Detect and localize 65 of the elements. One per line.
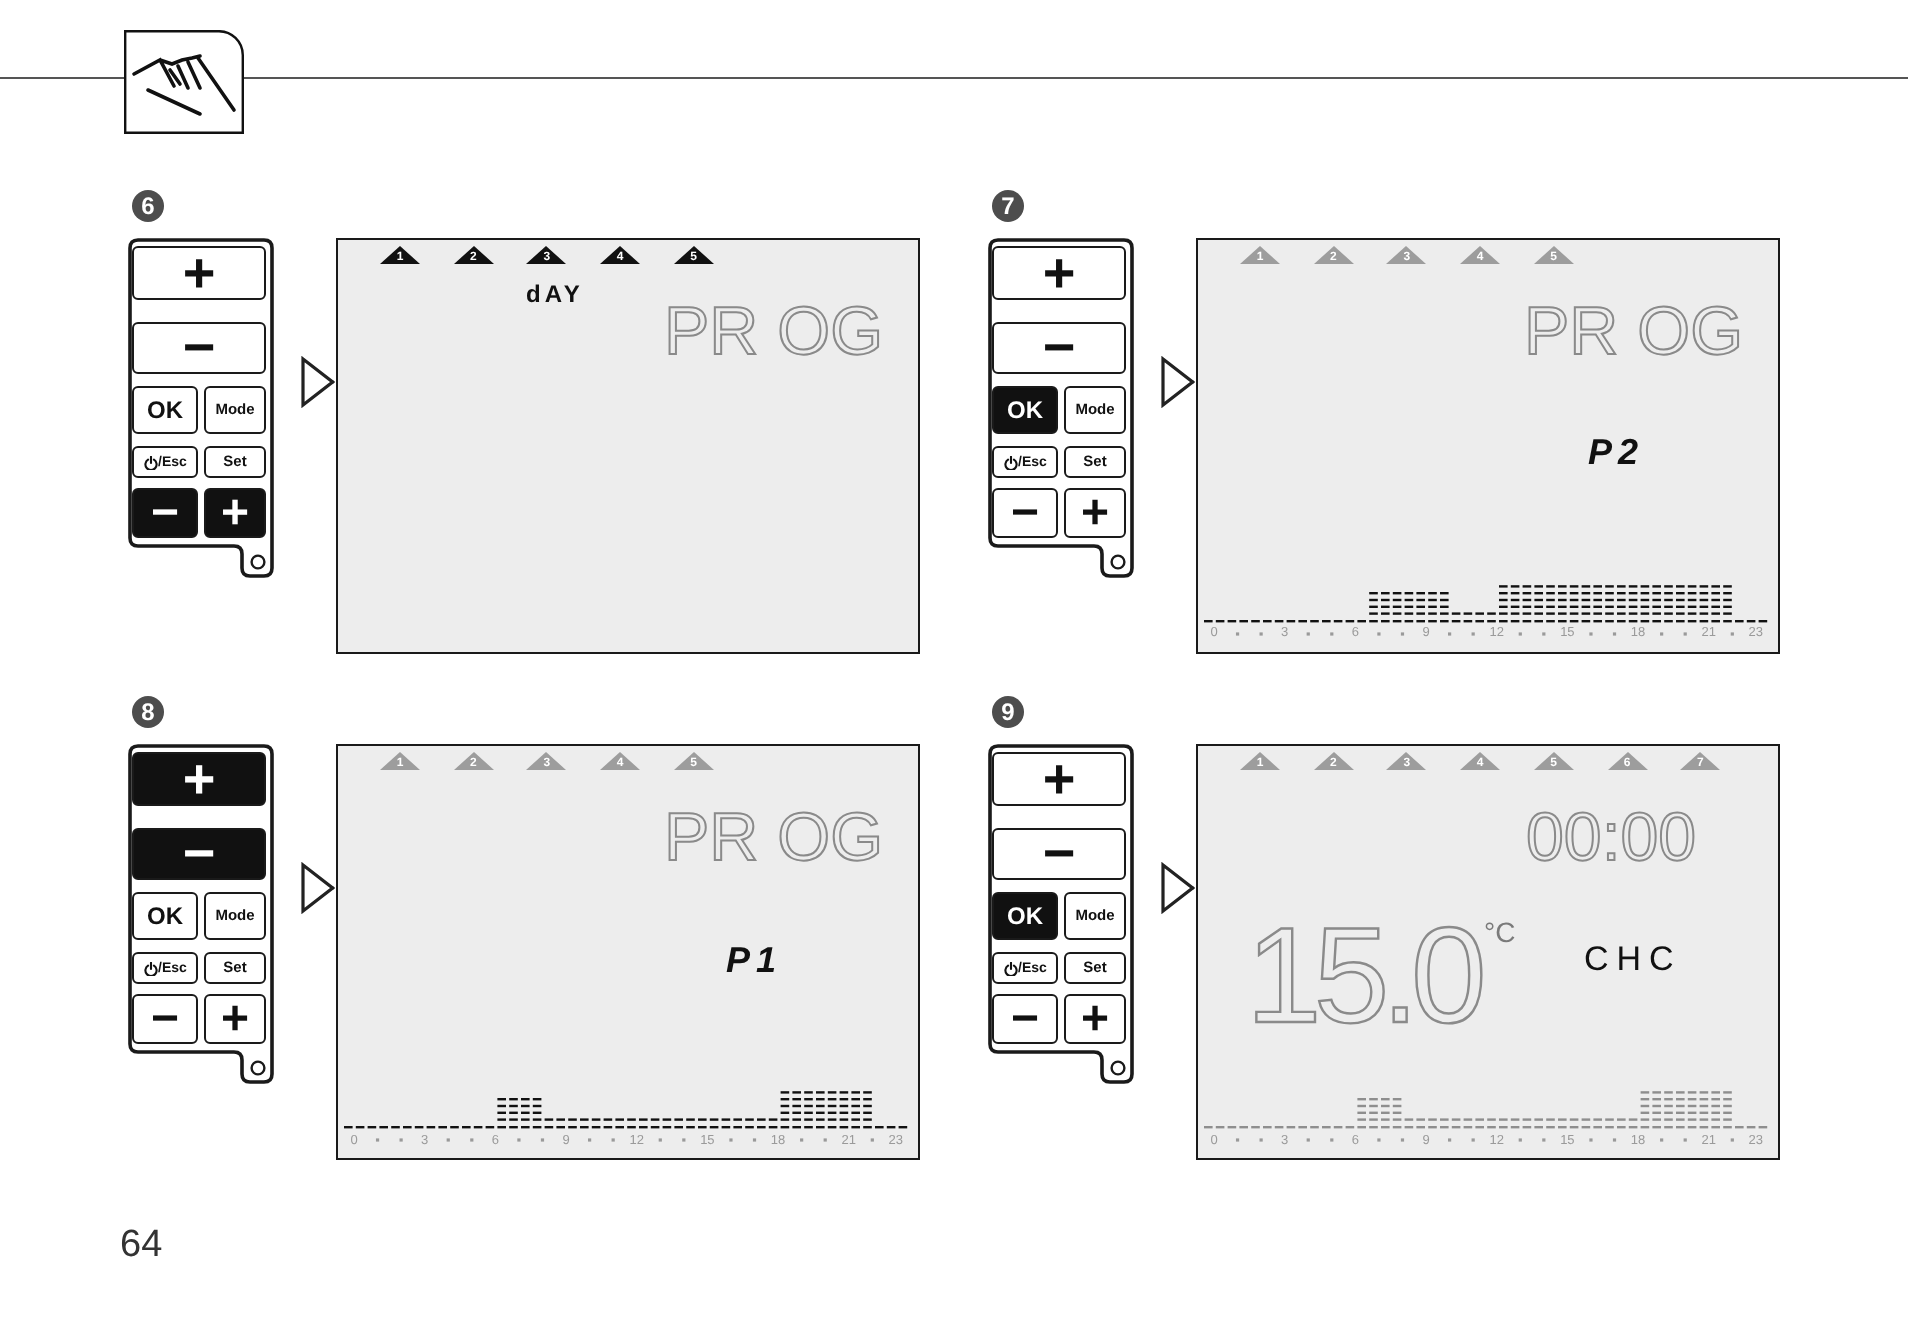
lcd-display	[336, 744, 920, 1160]
minus-button: −	[992, 488, 1058, 538]
lcd-text: PR OG	[664, 804, 884, 872]
plus-button: +	[1064, 488, 1126, 538]
day-marker	[1533, 752, 1574, 770]
day-marker	[600, 752, 641, 770]
lcd-text: CHC	[1584, 942, 1682, 976]
lcd-text: P1	[726, 942, 783, 978]
lcd-text: 00:00	[1526, 804, 1697, 872]
lcd-text: PR OG	[1524, 298, 1744, 366]
temperature-unit: °C	[1484, 918, 1516, 946]
day-marker	[673, 246, 714, 264]
keypad	[128, 744, 274, 1084]
day-marker	[1460, 246, 1501, 264]
ok-button: OK	[132, 892, 198, 940]
minus-button: −	[992, 828, 1126, 880]
day-marker	[1240, 752, 1280, 770]
minus-button: −	[992, 994, 1058, 1044]
plus-button: +	[1064, 994, 1126, 1044]
step-badge: 7	[992, 190, 1024, 222]
minus-button: −	[132, 488, 198, 538]
day-marker	[453, 752, 494, 770]
lcd-display	[336, 238, 920, 654]
minus-button: −	[132, 828, 266, 880]
plus-button: +	[132, 246, 266, 300]
plus-button: +	[992, 246, 1126, 300]
day-marker	[673, 752, 714, 770]
plus-button: +	[132, 752, 266, 806]
ok-button: OK	[132, 386, 198, 434]
day-marker	[1313, 246, 1354, 264]
day-marker	[600, 246, 641, 264]
step-badge: 6	[132, 190, 164, 222]
lcd-display	[1196, 238, 1780, 654]
keypad	[128, 238, 274, 578]
step-badge: 8	[132, 696, 164, 728]
day-marker	[526, 752, 567, 770]
step-badge: 9	[992, 696, 1024, 728]
day-marker	[1607, 752, 1647, 770]
lcd-text: PR OG	[664, 298, 884, 366]
lcd-display	[1196, 744, 1780, 1160]
day-marker	[1313, 752, 1354, 770]
day-marker	[1386, 246, 1427, 264]
minus-button: −	[992, 322, 1126, 374]
day-marker	[526, 246, 567, 264]
page-number: 64	[120, 1226, 163, 1264]
plus-button: +	[204, 488, 266, 538]
keypad	[988, 238, 1134, 578]
day-marker	[1240, 246, 1280, 264]
plus-button: +	[204, 994, 266, 1044]
minus-button: −	[132, 322, 266, 374]
day-marker	[380, 752, 420, 770]
day-marker	[1460, 752, 1501, 770]
lcd-text: dAY	[526, 282, 584, 306]
minus-button: −	[132, 994, 198, 1044]
temperature-readout: 15.0	[1246, 908, 1479, 1044]
keypad	[988, 744, 1134, 1084]
plus-button: +	[992, 752, 1126, 806]
lcd-text: P2	[1588, 434, 1645, 470]
day-marker	[380, 246, 420, 264]
day-marker	[453, 246, 494, 264]
day-marker	[1386, 752, 1427, 770]
day-marker	[1533, 246, 1574, 264]
ok-button: OK	[992, 892, 1058, 940]
day-marker	[1680, 752, 1721, 770]
ok-button: OK	[992, 386, 1058, 434]
